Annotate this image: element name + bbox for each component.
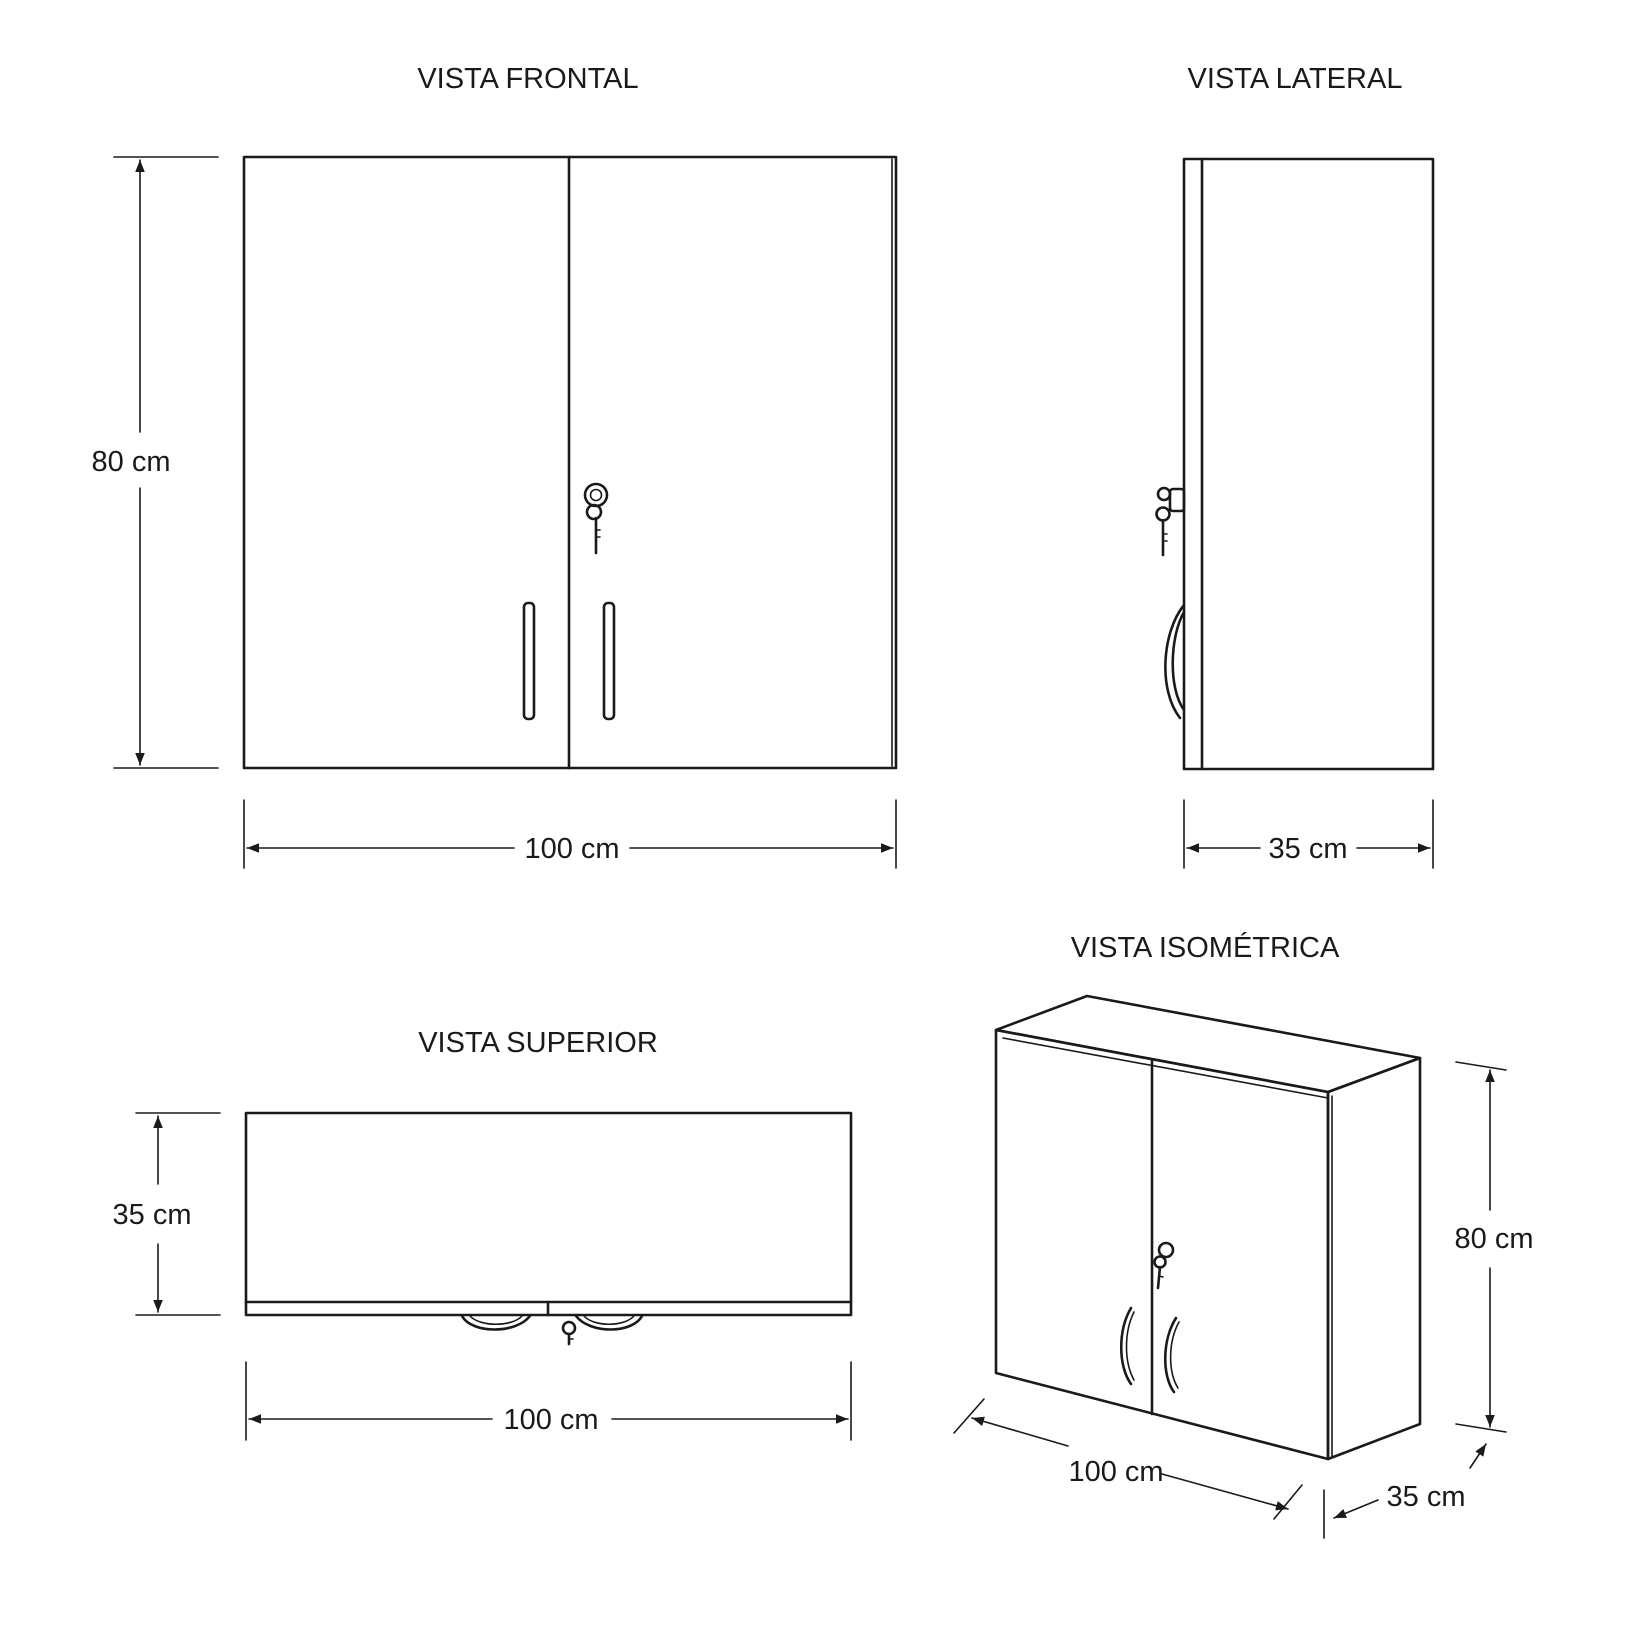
- front-width-dimension: 100 cm: [243, 799, 897, 869]
- front-height-label: 80 cm: [92, 446, 171, 478]
- iso-height-label: 80 cm: [1455, 1223, 1534, 1255]
- top-width-label: 100 cm: [503, 1404, 598, 1436]
- side-cabinet-outline: [1182, 157, 1435, 771]
- iso-height-dimension: 80 cm: [1455, 1061, 1534, 1433]
- front-left-handle: [522, 601, 536, 721]
- iso-side-face: [1326, 1056, 1422, 1461]
- top-cabinet-outline: [244, 1111, 853, 1317]
- top-view-title: VISTA SUPERIOR: [418, 1027, 658, 1059]
- top-handles-icon: [460, 1314, 644, 1331]
- side-handle-icon: [1164, 603, 1186, 720]
- front-lock-icon: [583, 482, 609, 555]
- top-key-icon: [561, 1320, 577, 1346]
- side-view-title: VISTA LATERAL: [1188, 63, 1403, 95]
- front-view: VISTA FRONTAL 80 cm: [92, 63, 898, 869]
- top-view: VISTA SUPERIOR 35 cm: [113, 1027, 853, 1441]
- side-lock-icon: [1155, 486, 1186, 557]
- front-view-title: VISTA FRONTAL: [417, 63, 638, 95]
- iso-handles-icon: [1119, 1306, 1180, 1394]
- side-depth-label: 35 cm: [1269, 833, 1348, 865]
- front-width-label: 100 cm: [524, 833, 619, 865]
- isometric-view: VISTA ISOMÉTRICA: [953, 931, 1534, 1539]
- iso-depth-label: 35 cm: [1387, 1481, 1466, 1513]
- isometric-view-title: VISTA ISOMÉTRICA: [1071, 931, 1340, 964]
- side-view: VISTA LATERAL 35 cm: [1155, 63, 1435, 869]
- iso-top-front-edge: [1002, 1037, 1329, 1099]
- top-width-dimension: 100 cm: [245, 1361, 852, 1441]
- iso-depth-dimension: 35 cm: [1323, 1443, 1487, 1539]
- front-height-dimension: 80 cm: [92, 156, 219, 769]
- top-depth-label: 35 cm: [113, 1199, 192, 1231]
- iso-width-label: 100 cm: [1068, 1456, 1163, 1488]
- iso-width-dimension: 100 cm: [953, 1398, 1303, 1520]
- side-depth-dimension: 35 cm: [1183, 799, 1434, 869]
- front-right-handle: [602, 601, 616, 721]
- top-depth-dimension: 35 cm: [113, 1112, 221, 1316]
- iso-top-face: [994, 994, 1422, 1094]
- iso-lock-icon: [1153, 1241, 1175, 1290]
